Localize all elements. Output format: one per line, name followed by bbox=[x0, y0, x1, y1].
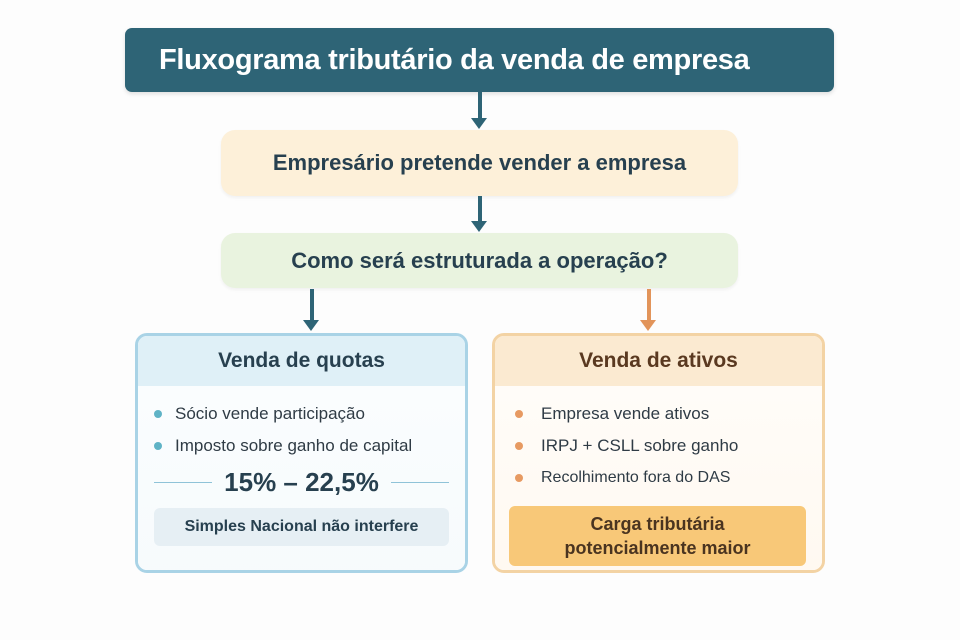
step-intent: Empresário pretende vender a empresa bbox=[221, 130, 738, 196]
note-line: potencialmente maior bbox=[564, 538, 751, 558]
list-item: Empresa vende ativos bbox=[495, 398, 822, 430]
card-heading: Venda de quotas bbox=[138, 336, 465, 386]
card-venda-de-ativos: Venda de ativos Empresa vende ativos IRP… bbox=[492, 333, 825, 573]
bullet-list: Empresa vende ativos IRPJ + CSLL sobre g… bbox=[495, 386, 822, 494]
card-body: Sócio vende participação Imposto sobre g… bbox=[138, 386, 465, 570]
bullet-dot-icon bbox=[154, 442, 162, 450]
bullet-dot-icon bbox=[154, 410, 162, 418]
arrow-down-icon bbox=[471, 92, 487, 130]
arrow-down-right-branch-icon bbox=[640, 289, 656, 333]
arrow-down-icon bbox=[471, 196, 487, 233]
bullet-dot-icon bbox=[515, 410, 523, 418]
card-heading: Venda de ativos bbox=[495, 336, 822, 386]
card-venda-de-quotas: Venda de quotas Sócio vende participação… bbox=[135, 333, 468, 573]
tax-rate: 15% – 22,5% bbox=[224, 466, 379, 497]
step-decision: Como será estruturada a operação? bbox=[221, 233, 738, 288]
list-item: Recolhimento fora do DAS bbox=[495, 462, 822, 494]
bullet-dot-icon bbox=[515, 474, 523, 482]
note-line: Carga tributária bbox=[590, 514, 725, 534]
card-body: Empresa vende ativos IRPJ + CSLL sobre g… bbox=[495, 386, 822, 570]
divider bbox=[154, 481, 213, 483]
bullet-text: Empresa vende ativos bbox=[541, 404, 710, 423]
bullet-text: Recolhimento fora do DAS bbox=[541, 469, 731, 486]
note-carga-tributaria: Carga tributária potencialmente maior bbox=[509, 506, 806, 566]
note-simples: Simples Nacional não interfere bbox=[154, 508, 449, 546]
list-item: Imposto sobre ganho de capital bbox=[138, 430, 465, 462]
bullet-text: Imposto sobre ganho de capital bbox=[175, 436, 413, 455]
list-item: IRPJ + CSLL sobre ganho bbox=[495, 430, 822, 462]
list-item: Sócio vende participação bbox=[138, 398, 465, 430]
arrow-down-left-branch-icon bbox=[303, 289, 319, 333]
bullet-text: IRPJ + CSLL sobre ganho bbox=[541, 436, 739, 455]
bullet-dot-icon bbox=[515, 442, 523, 450]
bullet-list: Sócio vende participação Imposto sobre g… bbox=[138, 386, 465, 462]
divider bbox=[390, 481, 449, 483]
diagram-title: Fluxograma tributário da venda de empres… bbox=[125, 28, 834, 92]
bullet-text: Sócio vende participação bbox=[175, 404, 365, 423]
rate-row: 15% – 22,5% bbox=[138, 466, 465, 498]
